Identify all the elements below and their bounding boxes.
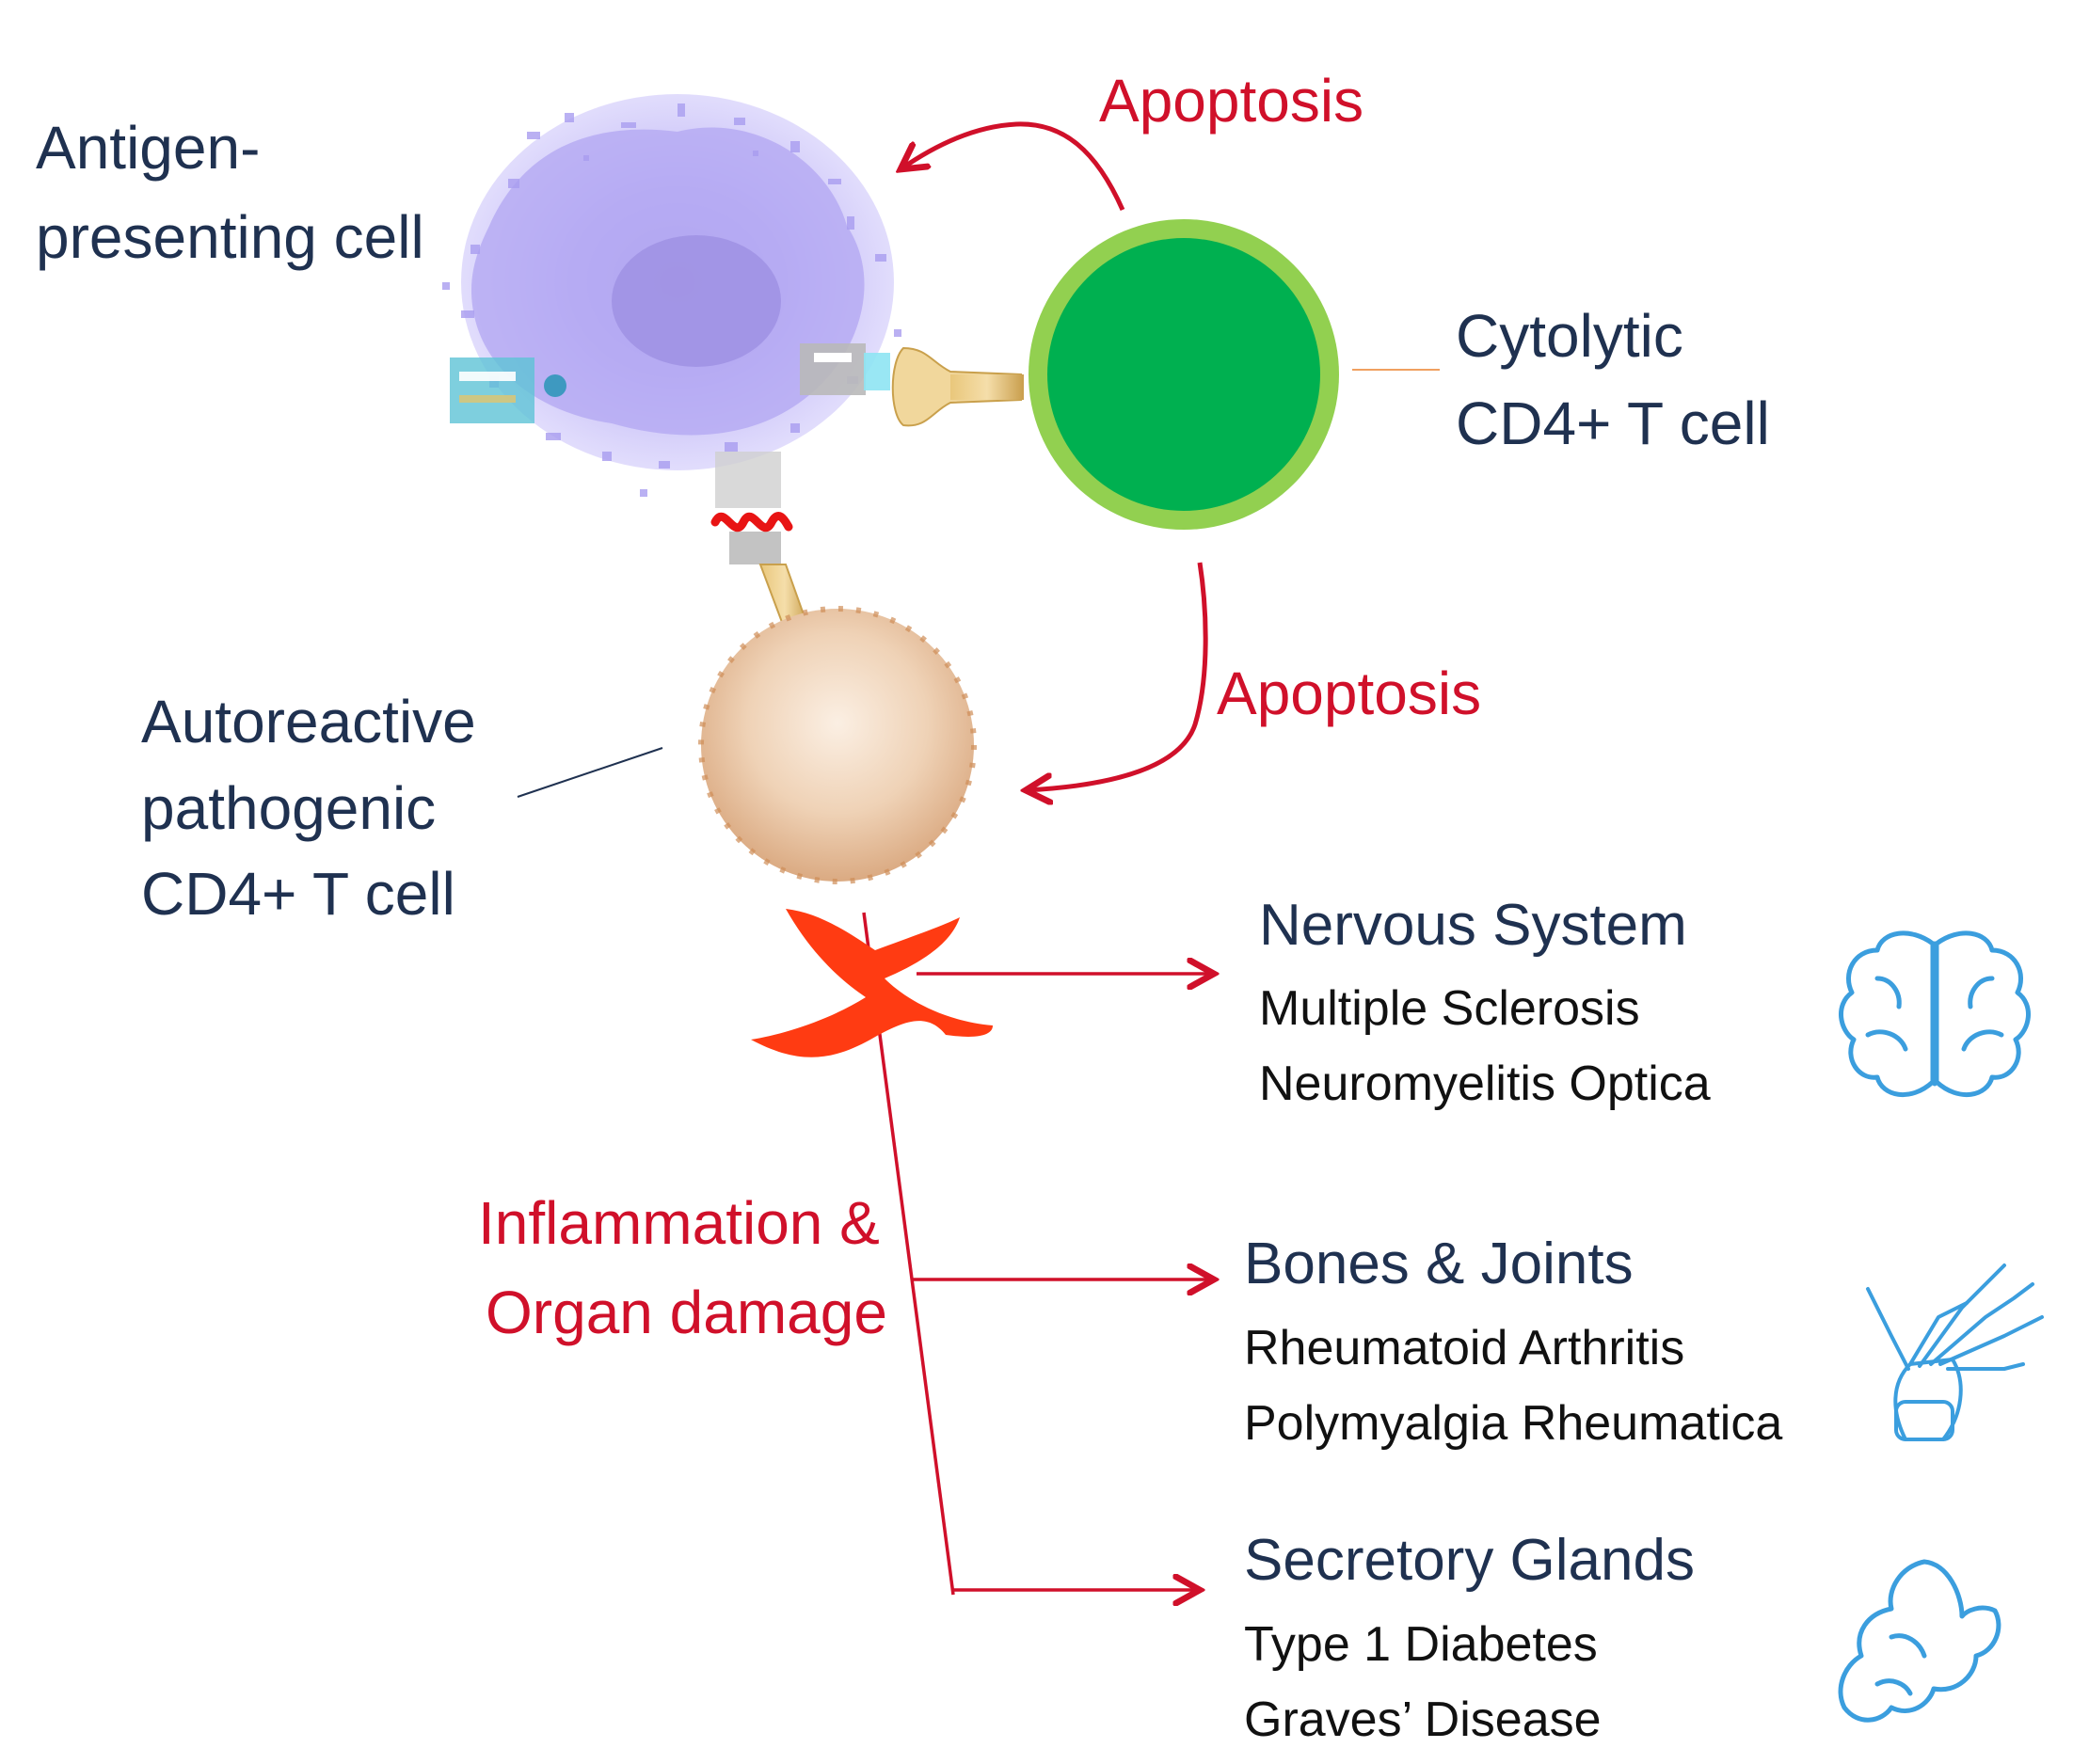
apoptosis-arrow-top — [901, 121, 1125, 212]
disease-multiple-sclerosis: Multiple Sclerosis — [1259, 981, 1640, 1036]
cytolytic-label-line1: Cytolytic — [1456, 302, 1683, 370]
apc-label-line1: Antigen- — [36, 114, 261, 182]
antigen-presenting-cell — [442, 94, 901, 564]
disease-neuromyelitis-optica: Neuromyelitis Optica — [1259, 1057, 1711, 1111]
brain-icon — [1838, 930, 2032, 1098]
organ-heading-bones: Bones & Joints — [1244, 1232, 1634, 1296]
inflammation-label-line1: Inflammation & — [478, 1189, 880, 1257]
block-cross-icon — [751, 909, 993, 1057]
cytolytic-t-cell — [1029, 219, 1339, 530]
disease-rheumatoid-arthritis: Rheumatoid Arthritis — [1244, 1321, 1685, 1375]
apoptosis-arrow-right — [1026, 562, 1208, 790]
hand-bones-icon — [1866, 1263, 2044, 1441]
tcr-stalk-cytolytic — [891, 346, 1024, 427]
organ-heading-nervous: Nervous System — [1259, 893, 1687, 958]
apc-left-complex — [450, 358, 566, 423]
autoreactive-leader-line — [517, 747, 663, 798]
pancreas-icon — [1838, 1559, 2001, 1723]
disease-type-1-diabetes: Type 1 Diabetes — [1244, 1617, 1598, 1672]
autoreactive-label-line2: pathogenic — [141, 774, 437, 842]
disease-graves-disease: Graves’ Disease — [1244, 1692, 1602, 1747]
autoreactive-label-line3: CD4+ T cell — [141, 860, 455, 928]
organ-heading-glands: Secretory Glands — [1244, 1528, 1695, 1593]
apoptosis-top-label: Apoptosis — [1099, 67, 1364, 135]
apoptosis-right-label: Apoptosis — [1217, 660, 1482, 727]
autoreactive-label-line1: Autoreactive — [141, 688, 476, 755]
inflammation-label-line2: Organ damage — [486, 1279, 887, 1346]
autoreactive-t-cell — [698, 606, 977, 884]
disease-polymyalgia-rheumatica: Polymyalgia Rheumatica — [1244, 1396, 1783, 1451]
cytolytic-label-line2: CD4+ T cell — [1456, 389, 1770, 457]
apc-label-line2: presenting cell — [36, 203, 424, 271]
apc-right-complex — [800, 343, 890, 395]
apc-lower-complex — [710, 452, 793, 564]
